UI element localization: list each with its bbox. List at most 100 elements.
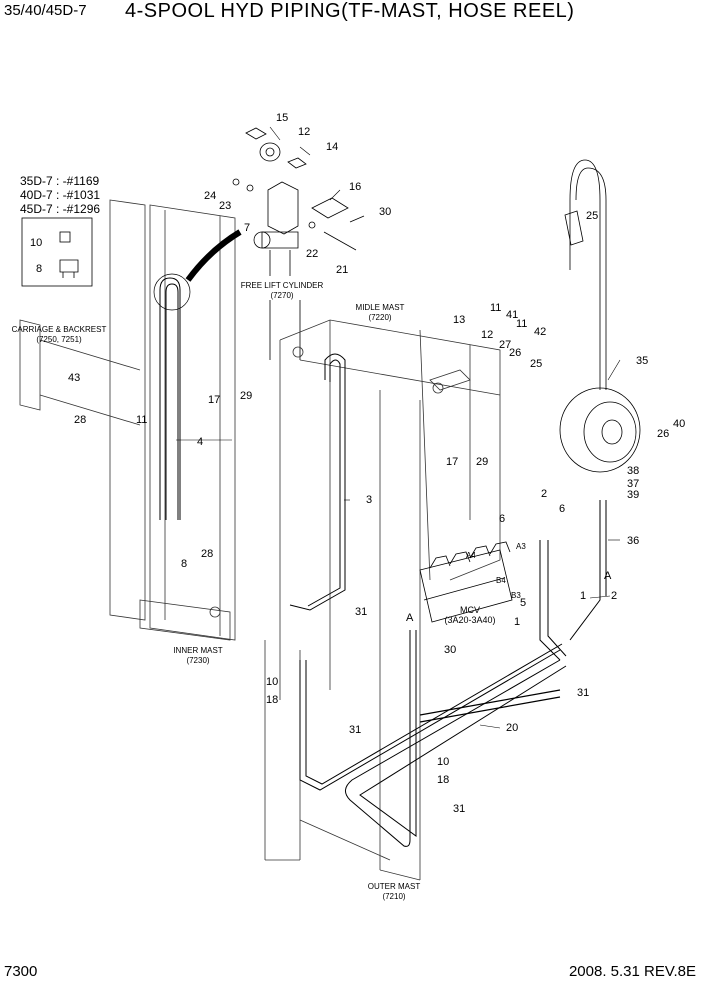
port-b3: B3 [511, 591, 521, 600]
caption-carriage-label: CARRIAGE & BACKREST [11, 325, 107, 334]
callout-31-bottom: 31 [453, 803, 466, 815]
callout-38: 38 [627, 465, 640, 477]
callout-12: 12 [298, 126, 311, 138]
caption-outer-mast: OUTER MAST (7210) [356, 882, 432, 902]
callout-14: 14 [326, 141, 339, 153]
callout-18-mast: 18 [266, 694, 279, 706]
callout-1-right: 1 [580, 590, 587, 602]
callout-43: 43 [68, 372, 81, 384]
serial-35d7: 35D-7 : -#1169 [20, 174, 100, 188]
port-a4: A4 [466, 551, 476, 560]
callout-31-upper: 31 [355, 606, 368, 618]
inset-block [59, 259, 79, 278]
callout-29-right: 29 [476, 456, 489, 468]
callout-24: 24 [204, 190, 217, 202]
caption-free-lift-label: FREE LIFT CYLINDER [240, 281, 324, 290]
callout-21: 21 [336, 264, 349, 276]
callout-10-outer: 10 [437, 756, 450, 768]
callout-leaders [176, 126, 621, 729]
caption-inner-mast-label: INNER MAST [173, 646, 223, 655]
middle-mast-hoses [289, 353, 346, 611]
caption-carriage-ref: (7250, 7251) [36, 335, 82, 344]
callout-26-right: 26 [657, 428, 670, 440]
callout-40: 40 [673, 418, 686, 430]
callout-36: 36 [627, 535, 640, 547]
callout-28-lower: 28 [201, 548, 214, 560]
callout-12-right: 12 [481, 329, 494, 341]
callout-28-left: 28 [74, 414, 87, 426]
caption-inner-mast: INNER MAST (7230) [163, 646, 233, 666]
hose-reel [559, 159, 641, 473]
inset-fitting [59, 231, 71, 243]
page-number: 7300 [4, 963, 38, 980]
section-a-right: A [604, 570, 612, 582]
callout-4: 4 [197, 436, 204, 448]
callout-25-upper: 25 [586, 210, 599, 222]
outer-mast-hoses [299, 500, 607, 847]
port-a3: A3 [516, 542, 526, 551]
caption-mcv-ref: (3A20-3A40) [444, 615, 496, 625]
callout-2-upper: 2 [541, 488, 548, 500]
caption-free-lift-ref: (7270) [270, 291, 294, 300]
callout-31-right: 31 [577, 687, 590, 699]
callout-10-inset: 10 [30, 237, 43, 249]
caption-carriage: CARRIAGE & BACKREST (7250, 7251) [0, 325, 118, 345]
callout-10-mast: 10 [266, 676, 279, 688]
serial-40d7: 40D-7 : -#1031 [20, 188, 101, 202]
callout-30: 30 [379, 206, 392, 218]
callout-3: 3 [366, 494, 373, 506]
callout-37: 37 [627, 478, 640, 490]
callout-16: 16 [349, 181, 362, 193]
callout-11-right-b: 11 [516, 318, 528, 330]
callout-35: 35 [636, 355, 649, 367]
carriage-frame [19, 199, 236, 641]
detail-arrow [185, 229, 242, 282]
page-title: 4-SPOOL HYD PIPING(TF-MAST, HOSE REEL) [125, 0, 575, 22]
caption-middle-mast-label: MIDLE MAST [355, 303, 405, 312]
callout-8-lower: 8 [181, 558, 188, 570]
callout-11-right-a: 11 [490, 302, 502, 314]
callout-17-right: 17 [446, 456, 459, 468]
callout-25-lower: 25 [530, 358, 543, 370]
callout-27: 27 [499, 339, 512, 351]
inset-box [21, 217, 93, 287]
caption-inner-mast-ref: (7230) [186, 656, 210, 665]
revision-date: 2008. 5.31 REV.8E [568, 963, 696, 980]
callout-42: 42 [534, 326, 547, 338]
callout-1-lower: 1 [514, 616, 521, 628]
free-lift-cylinder [253, 231, 301, 360]
callout-22: 22 [306, 248, 319, 260]
callout-5: 5 [520, 597, 527, 609]
callout-18-outer: 18 [437, 774, 450, 786]
callout-13: 13 [453, 314, 466, 326]
outer-mast [264, 390, 421, 881]
middle-mast [279, 319, 501, 700]
caption-mcv: MCV (3A20-3A40) [438, 605, 502, 625]
inner-mast-hoses [153, 273, 191, 520]
callout-2-right: 2 [611, 590, 618, 602]
caption-free-lift: FREE LIFT CYLINDER (7270) [228, 281, 336, 301]
callout-23: 23 [219, 200, 232, 212]
callout-8-inset: 8 [36, 263, 43, 275]
caption-outer-mast-ref: (7210) [382, 892, 406, 901]
callout-41: 41 [506, 309, 519, 321]
callout-30-lower: 30 [444, 644, 457, 656]
port-b4: B4 [496, 576, 506, 585]
callout-26: 26 [509, 347, 522, 359]
mcv-block [419, 541, 513, 623]
callout-20: 20 [506, 722, 519, 734]
callout-6-right: 6 [559, 503, 566, 515]
callout-15: 15 [276, 112, 289, 124]
top-parts [232, 127, 365, 251]
pipe-20 [419, 689, 561, 723]
callout-29-left: 29 [240, 390, 253, 402]
caption-outer-mast-label: OUTER MAST [367, 882, 421, 891]
callout-11-left: 11 [136, 414, 148, 426]
callout-31-mid: 31 [349, 724, 362, 736]
callout-7: 7 [244, 222, 251, 234]
callout-17-left: 17 [208, 394, 221, 406]
caption-middle-mast-ref: (7220) [368, 313, 392, 322]
caption-mcv-label: MCV [460, 605, 480, 615]
callout-39: 39 [627, 489, 640, 501]
